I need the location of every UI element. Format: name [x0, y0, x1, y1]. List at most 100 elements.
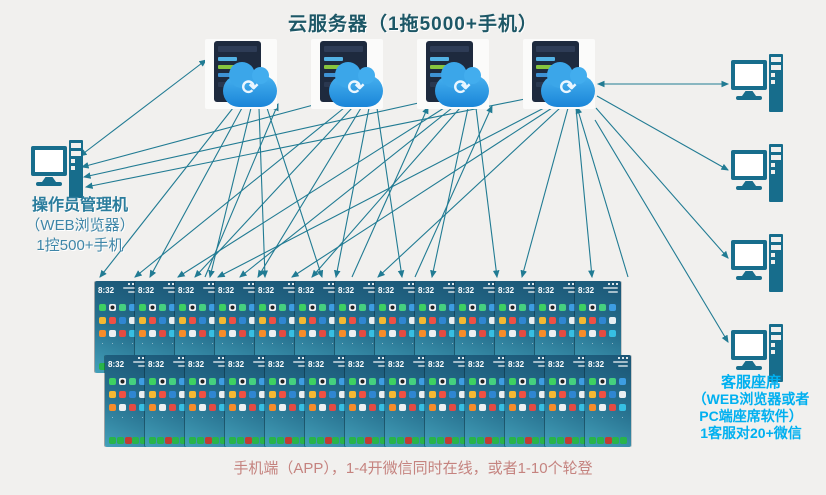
app-icon [599, 391, 606, 398]
app-icon [529, 378, 536, 385]
app-icon [259, 391, 266, 398]
sync-arrows-icon: ⟳ [453, 77, 471, 99]
app-icon [409, 378, 416, 385]
app-icon [479, 304, 486, 311]
phone-screen: 8:32 [225, 355, 271, 447]
phone-screen: 8:32 [185, 355, 231, 447]
dock-app-icon [612, 437, 620, 444]
phone-screen: 8:32 [385, 355, 431, 447]
app-icon [569, 391, 576, 398]
dock-app-icon [172, 437, 180, 444]
app-icon [219, 304, 226, 311]
app-icon [159, 317, 166, 324]
app-icon [479, 330, 486, 337]
phone-screen: 8:32 [305, 355, 351, 447]
app-icon [299, 391, 306, 398]
dock-app-icon [269, 437, 276, 444]
app-icon [469, 330, 476, 337]
app-icon [409, 404, 416, 411]
app-icon [149, 378, 156, 385]
phone-clock: 8:32 [348, 360, 365, 369]
phone-dock [109, 437, 147, 444]
app-icon [419, 304, 426, 311]
app-icon [239, 404, 246, 411]
app-icon [269, 404, 276, 411]
app-icon [189, 391, 196, 398]
phone-app-grid [455, 304, 501, 337]
app-icon [499, 404, 506, 411]
agent-label-line4: 1客服对20+微信 [700, 425, 802, 441]
dock-app-icon [212, 437, 220, 444]
dock-app-icon [292, 437, 300, 444]
app-icon [449, 378, 456, 385]
app-icon [399, 330, 406, 337]
agent-label: 客服座席 （WEB浏览器或者 PC端座席软件） 1客服对20+微信 [676, 374, 826, 442]
app-icon [259, 304, 266, 311]
app-icon [309, 330, 316, 337]
dock-app-icon [604, 437, 612, 444]
arrow-line [595, 107, 729, 259]
app-icon [459, 404, 466, 411]
phone-dock [269, 437, 307, 444]
dock-app-icon [109, 437, 116, 444]
app-icon [339, 304, 346, 311]
app-icon [349, 404, 356, 411]
dock-app-icon [140, 437, 147, 444]
phone-clock: 8:32 [428, 360, 445, 369]
app-icon [519, 404, 526, 411]
phone-clock: 8:32 [188, 360, 205, 369]
app-icon [349, 378, 356, 385]
app-icon [439, 330, 446, 337]
app-icon [369, 304, 376, 311]
app-icon [259, 378, 266, 385]
app-icon [509, 317, 516, 324]
app-icon [119, 317, 126, 324]
app-icon [139, 378, 146, 385]
app-icon [399, 378, 406, 385]
app-icon [559, 378, 566, 385]
app-icon [549, 304, 556, 311]
app-icon [609, 404, 616, 411]
arrow-line [84, 96, 532, 189]
app-icon [539, 391, 546, 398]
phone-widget [323, 286, 338, 295]
app-icon [589, 378, 596, 385]
app-icon [499, 391, 506, 398]
app-icon [439, 304, 446, 311]
phone-app-grid [375, 304, 421, 337]
agent-workstation-group [731, 54, 785, 388]
app-icon [609, 378, 616, 385]
phone-clock: 8:32 [388, 360, 405, 369]
arrow-line [258, 107, 269, 279]
app-icon [609, 330, 616, 337]
dock-app-icon [572, 437, 580, 444]
agent-label-title: 客服座席 [720, 374, 781, 391]
app-icon [339, 330, 346, 337]
app-icon [149, 391, 156, 398]
phone-clock: 8:32 [418, 286, 435, 295]
phone-widget [443, 286, 458, 295]
app-icon [419, 317, 426, 324]
app-icon [379, 304, 386, 311]
app-icon [169, 378, 176, 385]
monitor-icon [731, 240, 767, 270]
app-icon [519, 391, 526, 398]
app-icon [479, 404, 486, 411]
phone-clock: 8:32 [178, 286, 195, 295]
phone-app-grid [225, 378, 271, 411]
phone-app-grid [545, 378, 591, 411]
phone-screen: 8:32 [545, 355, 591, 447]
phone-app-grid [425, 378, 471, 411]
app-icon [479, 317, 486, 324]
app-icon [159, 330, 166, 337]
app-icon [379, 330, 386, 337]
app-icon [129, 304, 136, 311]
app-icon [389, 391, 396, 398]
dock-app-icon [116, 437, 124, 444]
dock-app-icon [564, 437, 572, 444]
app-icon [179, 378, 186, 385]
app-icon [449, 304, 456, 311]
arrow-line [475, 107, 500, 279]
app-icon [289, 330, 296, 337]
